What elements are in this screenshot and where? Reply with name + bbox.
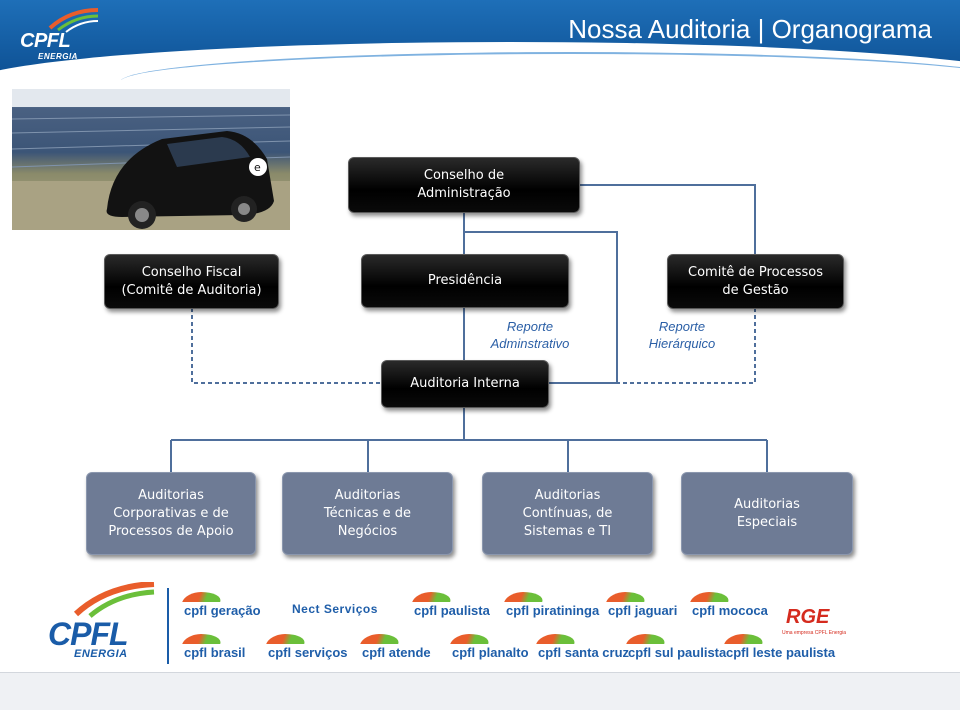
page-title: Nossa Auditoria | Organograma <box>568 14 932 44</box>
cpfl-logo: CPFL ENERGIA <box>20 8 100 63</box>
brand-cpfl-servicos-logo: cpfl serviços <box>266 634 348 660</box>
comite-processos-box: Comitê de Processos de Gestão <box>667 254 844 309</box>
footer-logo-energia-text: ENERGIA <box>74 648 128 660</box>
brand-cpfl-jaguari-logo: cpfl jaguari <box>606 592 677 618</box>
brand-cpfl-planalto-logo: cpfl planalto <box>450 634 529 660</box>
conselho-fiscal-box: Conselho Fiscal (Comitê de Auditoria) <box>104 254 279 309</box>
conselho-administracao-box: Conselho de Administração <box>348 157 580 213</box>
brand-cpfl-santa-cruz-logo: cpfl santa cruz <box>536 634 629 660</box>
subunit-label: Auditorias Especiais <box>734 496 800 530</box>
subunit-box: Auditorias Corporativas e de Processos d… <box>86 472 256 555</box>
rge-logo: RGE <box>786 606 830 628</box>
subunit-label: Auditorias Corporativas e de Processos d… <box>108 487 234 539</box>
logo-energia-text: ENERGIA <box>38 52 78 61</box>
svg-text:e: e <box>254 161 261 174</box>
brand-cpfl-leste-paulista-logo: cpfl leste paulista <box>724 634 835 660</box>
reporte-hierarquico-label: Reporte Hierárquico <box>648 319 716 351</box>
rge-subtitle: Uma empresa CPFL Energia <box>782 630 847 636</box>
cpfl-energia-logo: CPFL ENERGIA <box>46 582 156 660</box>
header-swoosh-line <box>120 52 960 80</box>
subunit-label: Auditorias Contínuas, de Sistemas e TI <box>522 487 613 539</box>
brand-cpfl-sul-paulista-logo: cpfl sul paulista <box>626 634 726 660</box>
brand-cpfl-atende-logo: cpfl atende <box>360 634 431 660</box>
brand-cpfl-piratininga-logo: cpfl piratininga <box>504 592 599 618</box>
comite-processos-label: Comitê de Processos de Gestão <box>688 264 823 298</box>
conselho-administracao-label: Conselho de Administração <box>417 168 511 201</box>
brand-cpfl-paulista-logo: cpfl paulista <box>412 592 490 618</box>
brand-nect-servicos-logo: Nect Serviços <box>292 602 378 616</box>
auditoria-interna-label: Auditoria Interna <box>410 376 520 391</box>
subunit-box: Auditorias Contínuas, de Sistemas e TI <box>482 472 653 555</box>
footer-bar <box>0 672 960 710</box>
presidencia-label: Presidência <box>427 273 503 288</box>
electric-car-photo: e <box>12 89 290 230</box>
logo-cpfl-text: CPFL <box>20 30 71 52</box>
subunit-box: Auditorias Técnicas e de Negócios <box>282 472 453 555</box>
brand-cpfl-mococa-logo: cpfl mococa <box>690 592 768 618</box>
subunit-box: Auditorias Especiais <box>681 472 853 555</box>
header-bar: CPFL ENERGIA Nossa Auditoria | Organogra… <box>0 0 960 80</box>
footer-logo-cpfl-text: CPFL <box>48 616 129 652</box>
footer-divider <box>167 588 169 664</box>
presidencia-box: Presidência <box>361 254 569 308</box>
conselho-fiscal-label: Conselho Fiscal (Comitê de Auditoria) <box>121 264 262 298</box>
subunit-label: Auditorias Técnicas e de Negócios <box>323 487 412 539</box>
auditoria-interna-box: Auditoria Interna <box>381 360 549 408</box>
brand-cpfl-brasil-logo: cpfl brasil <box>182 634 245 660</box>
reporte-administrativo-label: Reporte Adminstrativo <box>490 319 570 351</box>
brand-cpfl-geracao-logo: cpfl geração <box>182 592 261 618</box>
